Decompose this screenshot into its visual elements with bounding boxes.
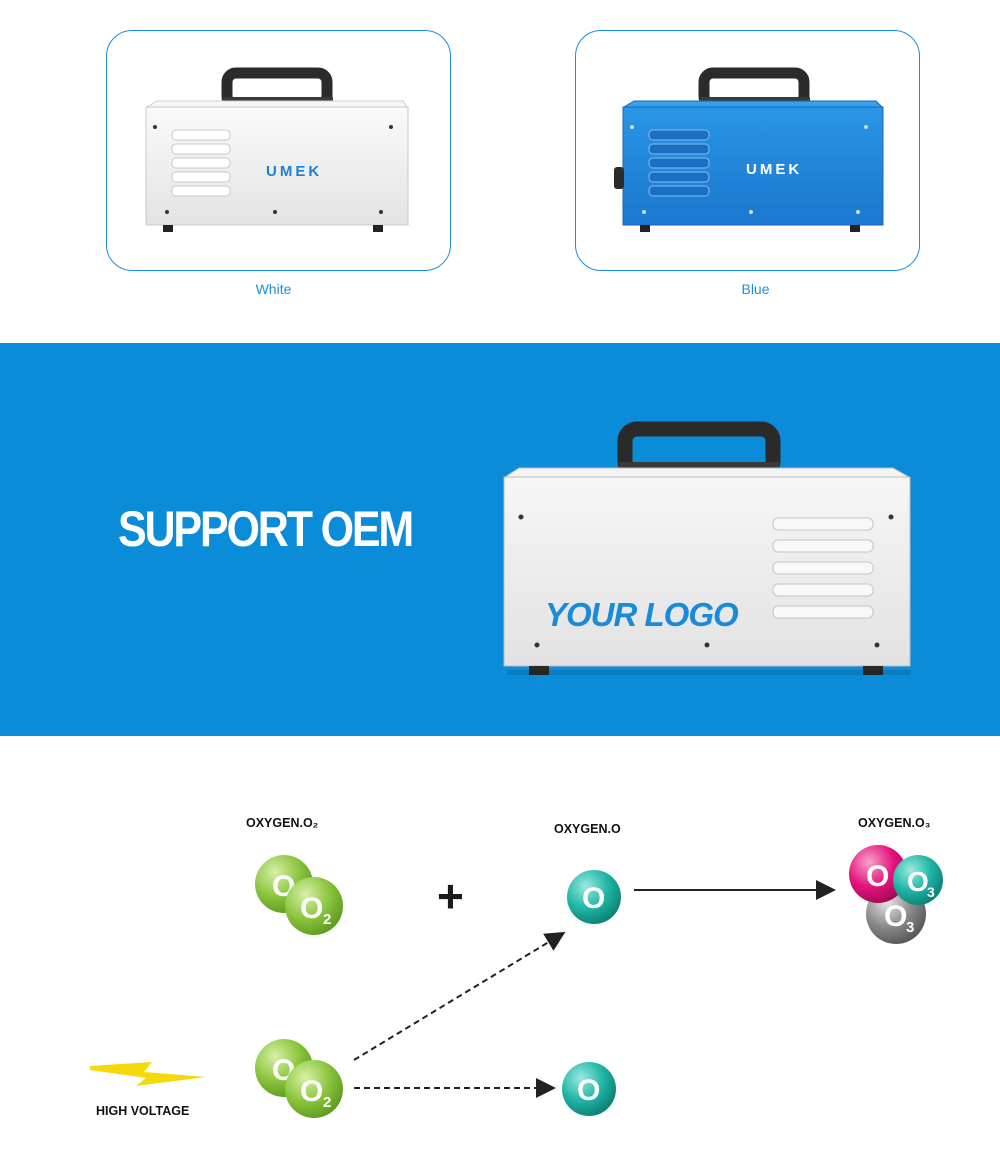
o2-bottom-subscript: 2 [323,1094,331,1111]
diagram-graphics: O O 2 + O O 3 O O 3 O [90,845,943,1118]
o2-molecule-top: O O 2 [255,855,343,935]
o-bottom-letter: O [577,1074,600,1107]
o-atom-top: O [567,870,621,924]
variant-card-white[interactable]: UMEK [106,30,451,271]
oem-banner: SUPPORT OEM YOUR LOGO [0,343,1000,736]
o3-molecule: O 3 O O 3 [849,845,943,944]
variant-card-blue[interactable]: UMEK [575,30,920,271]
ozone-formation-diagram: OXYGEN.O₂ OXYGEN.O OXYGEN.O₃ HIGH VOLTAG… [0,736,1000,1173]
variant-caption-blue: Blue [741,281,770,297]
o3-subscript-teal: 3 [927,884,935,900]
dashed-arrow-icon [353,931,566,1061]
your-logo-placeholder: YOUR LOGO [545,596,739,633]
o3-letter-teal: O [907,866,929,897]
brand-logo-blue: UMEK [746,161,802,178]
brand-logo-white: UMEK [266,163,322,180]
white-ozone-generator-image: UMEK [145,67,409,232]
o2-molecule-bottom: O O 2 [255,1039,343,1118]
plus-operator: + [437,870,464,922]
o2-top-subscript: 2 [323,911,331,928]
label-high-voltage: HIGH VOLTAGE [96,1104,190,1118]
o-top-letter: O [582,882,605,915]
oem-ozone-generator-image: YOUR LOGO [503,421,911,675]
variant-caption-white: White [255,281,292,297]
label-oxygen-o3: OXYGEN.O₃ [858,816,931,830]
lightning-bolt-icon [90,1062,206,1086]
o3-subscript-gray: 3 [906,919,914,936]
label-oxygen-o2: OXYGEN.O₂ [246,816,319,830]
support-oem-title: SUPPORT OEM [118,501,414,557]
o3-letter-gray: O [884,900,907,933]
blue-ozone-generator-image: UMEK [614,67,884,232]
o-atom-bottom: O [562,1062,616,1116]
o2-bottom-letter-2: O [300,1075,323,1108]
o2-top-letter-2: O [300,892,323,925]
o3-letter-pink: O [866,860,889,893]
label-oxygen-o: OXYGEN.O [554,822,621,836]
